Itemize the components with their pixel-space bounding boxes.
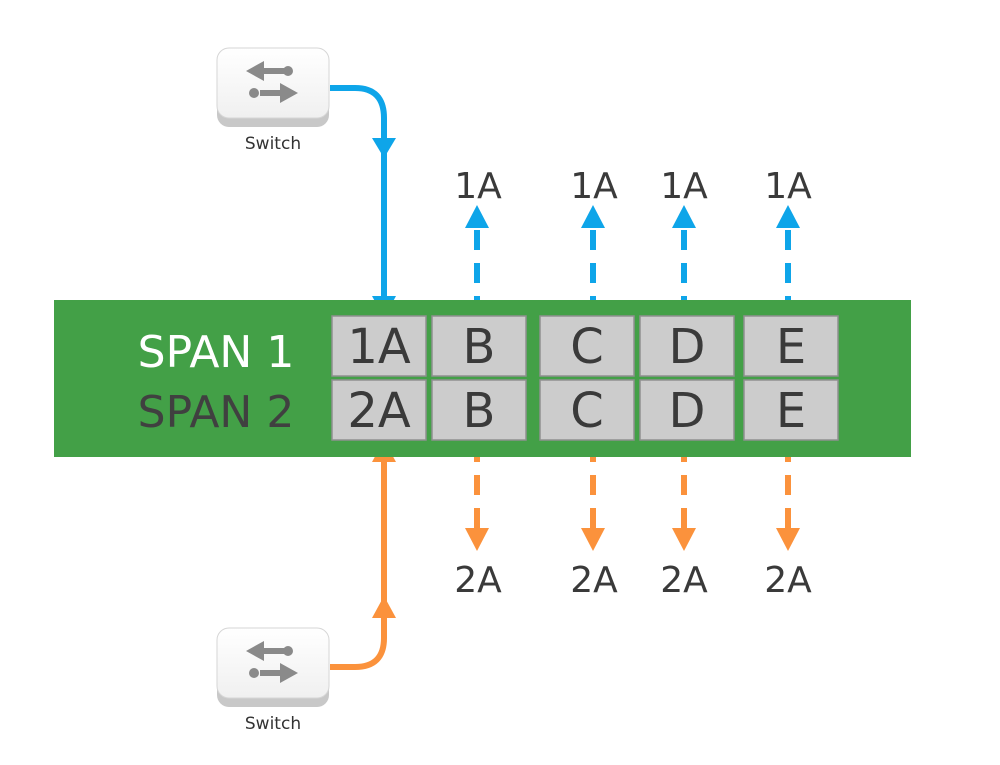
output-line-c [581, 205, 605, 316]
span2-label: SPAN 2 [138, 387, 295, 438]
port-label: B [463, 319, 496, 375]
arrow-down-icon [672, 528, 696, 551]
output-line-c [581, 442, 605, 551]
output-label: 2A [764, 560, 812, 601]
output-line-b [465, 442, 489, 551]
switch-label: Switch [245, 714, 301, 734]
output-label: 1A [454, 166, 502, 207]
span1-output-labels: 1A 1A 1A 1A [454, 166, 812, 207]
arrow-down-icon [581, 528, 605, 551]
output-line-e [776, 205, 800, 316]
port-d[interactable]: D [639, 315, 735, 377]
output-label: 2A [570, 560, 618, 601]
output-label: 1A [660, 166, 708, 207]
output-label: 2A [660, 560, 708, 601]
span2-output-lines [465, 442, 800, 551]
output-line-d [672, 205, 696, 316]
port-1a[interactable]: 1A [331, 315, 427, 377]
port-label: E [776, 319, 806, 375]
switch-bottom[interactable]: Switch [216, 627, 330, 734]
span2-input-line [330, 440, 396, 670]
output-line-d [672, 442, 696, 551]
output-label: 1A [764, 166, 812, 207]
switch-arrows-icon [246, 641, 298, 683]
arrow-up-icon [672, 205, 696, 228]
output-label: 1A [570, 166, 618, 207]
arrow-up-icon [776, 205, 800, 228]
port-row-span1: 1A B C D E [331, 315, 839, 377]
arrow-down-icon [372, 138, 396, 158]
port-label: B [463, 383, 496, 439]
port-label: 2A [347, 383, 411, 439]
switch-top[interactable]: Switch [216, 47, 330, 154]
port-c[interactable]: C [539, 315, 635, 377]
port-label: D [669, 319, 706, 375]
span1-output-lines [465, 205, 800, 316]
port-label: E [776, 383, 806, 439]
port-label: 1A [347, 319, 411, 375]
output-line-b [465, 205, 489, 316]
arrow-up-icon [465, 205, 489, 228]
port-e[interactable]: E [743, 315, 839, 377]
port-row-span2: 2A B C D E [331, 379, 839, 441]
port-b[interactable]: B [431, 379, 527, 441]
span1-label: SPAN 1 [138, 327, 295, 378]
switch-label: Switch [245, 134, 301, 154]
port-label: C [570, 319, 604, 375]
span1-input-line [330, 85, 396, 318]
span2-output-labels: 2A 2A 2A 2A [454, 560, 812, 601]
output-label: 2A [454, 560, 502, 601]
port-label: C [570, 383, 604, 439]
arrow-up-icon [372, 596, 396, 618]
arrow-up-icon [581, 205, 605, 228]
port-d[interactable]: D [639, 379, 735, 441]
port-c[interactable]: C [539, 379, 635, 441]
port-e[interactable]: E [743, 379, 839, 441]
arrow-down-icon [465, 528, 489, 551]
port-label: D [669, 383, 706, 439]
switch-arrows-icon [246, 61, 298, 103]
port-b[interactable]: B [431, 315, 527, 377]
output-line-e [776, 442, 800, 551]
port-2a[interactable]: 2A [331, 379, 427, 441]
span-chassis: SPAN 1 SPAN 2 1A B C D E [54, 300, 911, 457]
arrow-down-icon [776, 528, 800, 551]
